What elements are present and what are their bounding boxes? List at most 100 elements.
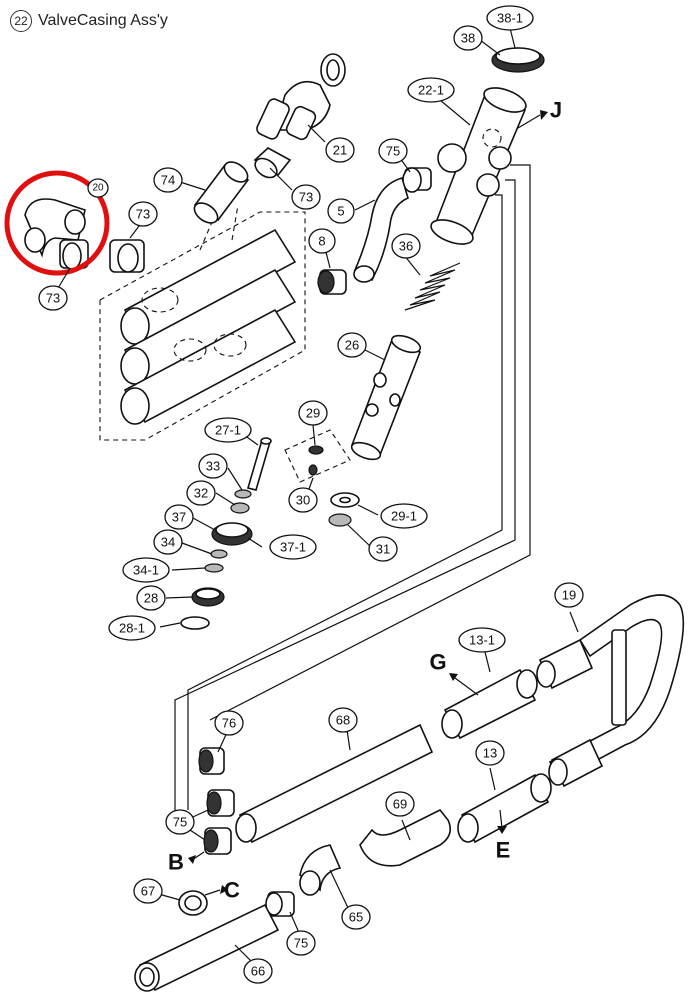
hose-stack-group xyxy=(99,204,306,441)
svg-text:19: 19 xyxy=(562,588,576,603)
part-67-ring xyxy=(178,890,208,916)
svg-text:32: 32 xyxy=(194,486,208,501)
callout-33: 33 xyxy=(198,453,228,479)
part-69-bent-hose xyxy=(359,808,451,867)
svg-text:37-1: 37-1 xyxy=(280,540,306,555)
part-68-long-hose xyxy=(235,723,434,844)
callout-75-lower: 75 xyxy=(165,809,195,835)
svg-text:75: 75 xyxy=(386,144,400,159)
arrow-label-e: E xyxy=(496,838,511,863)
arrow-j-line xyxy=(517,114,541,129)
hidden-port-1 xyxy=(141,287,179,313)
arrow-c-head xyxy=(220,885,228,894)
svg-text:30: 30 xyxy=(296,493,310,508)
callout-37-1: 37-1 xyxy=(269,534,317,560)
part-31-washer xyxy=(328,513,352,527)
callout-38-1: 38-1 xyxy=(486,5,534,31)
callout-34: 34 xyxy=(153,529,183,555)
callout-21: 21 xyxy=(325,137,355,163)
svg-text:38: 38 xyxy=(461,31,475,46)
svg-text:28: 28 xyxy=(144,591,158,606)
arrow-g-head xyxy=(449,673,458,681)
part-20-elbow-fitting xyxy=(24,198,89,270)
callout-8: 8 xyxy=(308,228,336,254)
svg-text:13: 13 xyxy=(483,746,497,761)
callout-67: 67 xyxy=(133,878,163,904)
callout-75-bottom: 75 xyxy=(286,930,316,956)
title-number-badge: 22 xyxy=(10,10,32,32)
svg-text:5: 5 xyxy=(337,204,344,219)
callout-13-1: 13-1 xyxy=(458,627,506,653)
hidden-port-3 xyxy=(173,338,207,362)
svg-text:22-1: 22-1 xyxy=(418,83,444,98)
part-29-1-washer xyxy=(330,492,360,508)
svg-text:26: 26 xyxy=(345,338,359,353)
svg-text:74: 74 xyxy=(161,173,175,188)
part-36-spring xyxy=(404,262,461,311)
part-33-washer xyxy=(234,489,252,499)
callout-28-1: 28-1 xyxy=(108,615,156,641)
arrow-e-line xyxy=(499,809,503,829)
part-34-1-washer xyxy=(204,563,224,573)
svg-text:76: 76 xyxy=(222,716,236,731)
part-76-fitting xyxy=(198,747,225,775)
part-8-fitting xyxy=(317,269,347,295)
arrow-label-c: C xyxy=(224,878,240,903)
svg-text:31: 31 xyxy=(376,542,390,557)
routing-line-3 xyxy=(209,164,531,721)
arrow-b-head xyxy=(188,855,196,864)
part-13-1-hose-section xyxy=(441,638,594,740)
hose-stack-dashed-box xyxy=(99,211,306,441)
part-73-sleeve-upper xyxy=(253,147,292,179)
svg-text:73: 73 xyxy=(136,207,150,222)
callout-29: 29 xyxy=(298,400,328,426)
callout-28: 28 xyxy=(136,585,166,611)
part-73-sleeve-middle xyxy=(109,239,145,273)
callout-75-upper: 75 xyxy=(378,138,408,164)
part-22-1-valve-casing xyxy=(430,87,527,245)
svg-text:33: 33 xyxy=(206,459,220,474)
part-75-fitting-lower-1 xyxy=(206,789,235,817)
part-74-tube xyxy=(193,161,250,224)
callout-73-lower: 73 xyxy=(38,285,68,311)
arrow-e-head xyxy=(497,826,507,834)
svg-text:38-1: 38-1 xyxy=(497,11,523,26)
callout-27-1: 27-1 xyxy=(204,417,252,443)
svg-text:68: 68 xyxy=(336,713,350,728)
callout-73-upper: 73 xyxy=(291,184,321,210)
arrow-j-head xyxy=(540,110,548,120)
svg-text:75: 75 xyxy=(294,936,308,951)
svg-text:34-1: 34-1 xyxy=(133,563,159,578)
part-66-long-tube xyxy=(134,903,280,992)
callout-74: 74 xyxy=(153,167,183,193)
svg-text:8: 8 xyxy=(318,234,325,249)
callout-69: 69 xyxy=(385,791,415,817)
hidden-port-2 xyxy=(213,333,247,357)
callout-76: 76 xyxy=(214,710,244,736)
part-28-1-seal xyxy=(180,616,210,630)
callout-38: 38 xyxy=(453,25,483,51)
arrow-c-line xyxy=(204,889,221,896)
part-5-bent-hose xyxy=(353,177,409,283)
title-text: ValveCasing Ass'y xyxy=(38,12,168,29)
svg-text:75: 75 xyxy=(173,815,187,830)
callout-13: 13 xyxy=(475,740,505,766)
part-34-washer xyxy=(210,549,228,559)
callout-65: 65 xyxy=(341,904,371,930)
svg-text:34: 34 xyxy=(161,535,175,550)
svg-text:65: 65 xyxy=(349,910,363,925)
callout-29-1: 29-1 xyxy=(380,503,428,529)
svg-text:69: 69 xyxy=(393,797,407,812)
diagram-title: 22 ValveCasing Ass'y xyxy=(10,8,168,34)
callout-34-1: 34-1 xyxy=(122,557,170,583)
callout-5: 5 xyxy=(327,198,355,224)
svg-text:27-1: 27-1 xyxy=(215,423,241,438)
callout-19: 19 xyxy=(554,582,584,608)
svg-text:67: 67 xyxy=(141,884,155,899)
hose-stack-tube-2 xyxy=(120,268,297,385)
hidden-line-2 xyxy=(231,204,239,241)
hose-stack-tube-1 xyxy=(120,228,297,345)
callout-26: 26 xyxy=(337,332,367,358)
part-75-fitting-lower-3 xyxy=(265,891,295,917)
